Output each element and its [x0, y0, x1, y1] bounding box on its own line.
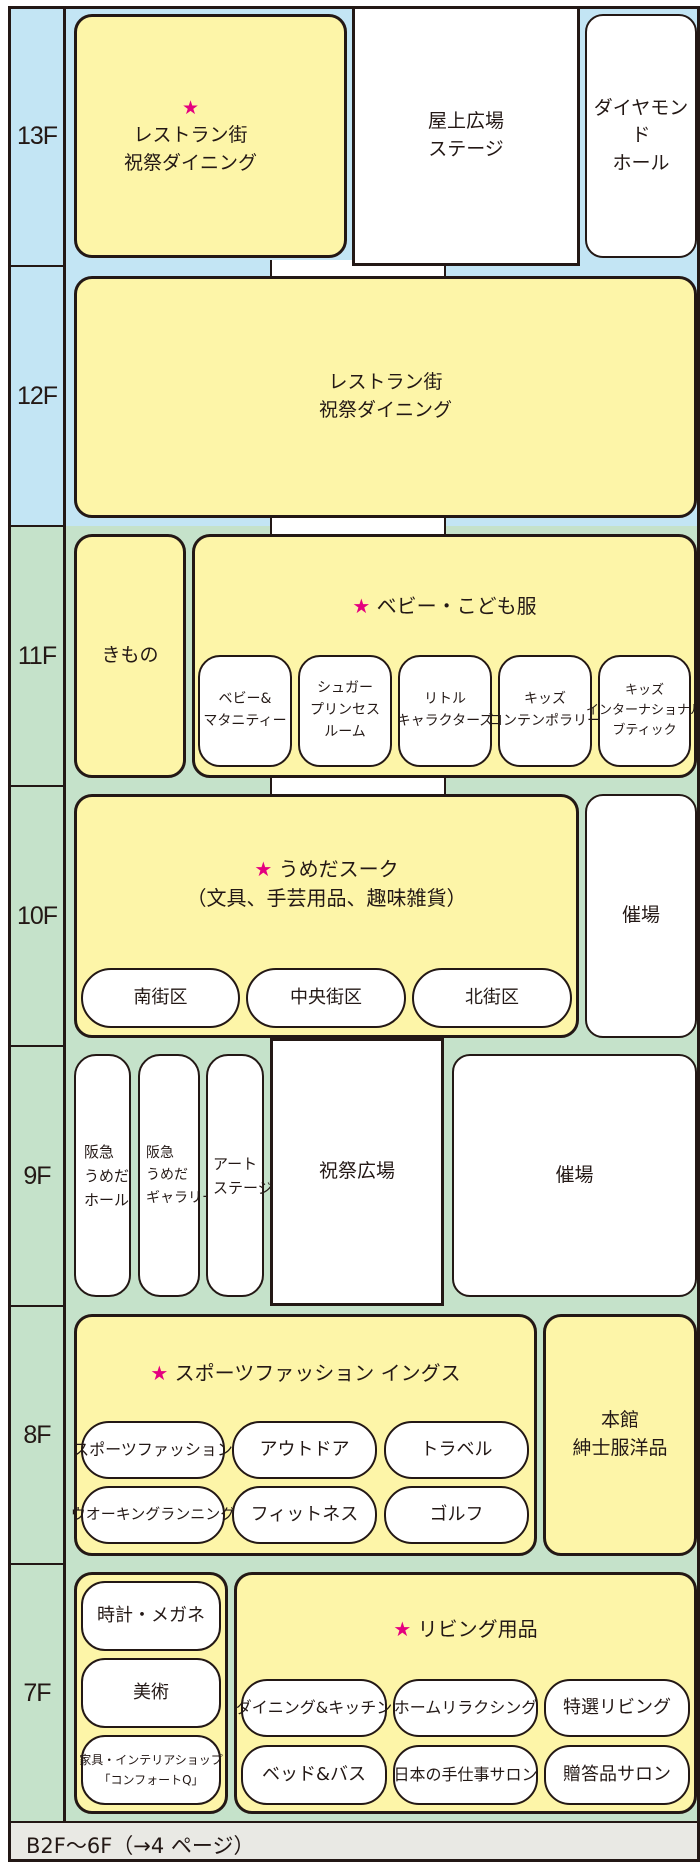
zone-central[interactable]: 中央街区 — [246, 968, 406, 1028]
festival-plaza[interactable]: 祝祭広場 — [270, 1038, 444, 1306]
floor-divider — [8, 1045, 63, 1047]
label-column-divider — [63, 6, 66, 1822]
floor-label-13f: 13F — [16, 121, 58, 150]
art-stage[interactable]: アート ステージ — [206, 1054, 273, 1297]
shop-kids-contemporary[interactable]: キッズ コンテンポラリー — [489, 655, 601, 767]
star-icon: ★ — [393, 1617, 412, 1641]
star-icon: ★ — [254, 857, 273, 881]
map-frame — [8, 6, 700, 1862]
event-space-10f[interactable]: 催場 — [585, 794, 697, 1038]
footer-background — [8, 1822, 700, 1862]
restaurant-title: レストラン街 — [133, 124, 248, 147]
floor-label-8f: 8F — [23, 1420, 51, 1449]
floor-divider — [8, 1821, 700, 1823]
umeda-souk-title: ★ うめだスーク — [254, 857, 399, 881]
shop-walking-running[interactable]: ウオーキングランニング — [71, 1486, 235, 1544]
zone-north[interactable]: 北街区 — [412, 968, 572, 1028]
shop-kids-international-boutique[interactable]: キッズ インターナショナル ブティック — [586, 655, 700, 767]
star-icon: ★ — [352, 594, 371, 618]
baby-kids-title: ★ ベビー・こども服 — [352, 594, 537, 618]
restaurant-area-12f[interactable]: レストラン街 祝祭ダイニング — [74, 276, 697, 518]
diamond-hall[interactable]: ダイヤモンド ホール — [585, 14, 697, 258]
shop-dining-kitchen[interactable]: ダイニング&キッチン — [236, 1679, 392, 1737]
shop-golf[interactable]: ゴルフ — [384, 1486, 529, 1544]
floor-label-9f: 9F — [23, 1161, 51, 1190]
kimono-label: きもの — [101, 644, 159, 667]
restaurant-area-13f[interactable]: ★ レストラン街 祝祭ダイニング — [74, 14, 347, 258]
shop-home-relaxing[interactable]: ホームリラクシング — [393, 1679, 538, 1737]
restaurant-subtitle: 祝祭ダイニング — [318, 399, 452, 421]
floor-label-7f: 7F — [23, 1678, 51, 1707]
sports-title: ★ スポーツファッション イングス — [150, 1361, 461, 1385]
shop-sports-fashion[interactable]: スポーツファッション — [73, 1421, 233, 1479]
restaurant-title: レストラン街 — [328, 371, 443, 394]
mens-accessories-annex[interactable]: 本館 紳士服洋品 — [543, 1314, 697, 1556]
floor-label-10f: 10F — [16, 901, 58, 930]
floor-divider — [8, 525, 63, 527]
shop-little-characters[interactable]: リトル キャラクターズ — [397, 655, 493, 767]
escalator-well — [270, 774, 446, 794]
hankyu-umeda-hall[interactable]: 阪急 うめだ ホール — [74, 1054, 131, 1297]
floor-divider — [8, 1305, 63, 1307]
floor-divider — [8, 785, 63, 787]
shop-watches-glasses[interactable]: 時計・メガネ — [81, 1581, 221, 1651]
hankyu-umeda-gallery[interactable]: 阪急 うめだ ギャラリー — [138, 1054, 216, 1297]
star-icon: ★ — [150, 1361, 169, 1385]
shop-sugar-princess-room[interactable]: シュガー プリンセス ルーム — [298, 655, 392, 767]
shop-travel[interactable]: トラベル — [384, 1421, 529, 1479]
floor-label-11f: 11F — [17, 641, 57, 670]
floor-divider — [8, 1563, 63, 1565]
escalator-well — [270, 516, 446, 536]
living-title: ★ リビング用品 — [393, 1617, 538, 1641]
zone-south[interactable]: 南街区 — [81, 968, 240, 1028]
stage-line-2: ステージ — [428, 138, 504, 160]
star-icon: ★ — [181, 96, 200, 119]
kimono-shop[interactable]: きもの — [74, 534, 186, 778]
floor-label-12f: 12F — [16, 381, 58, 410]
shop-fitness[interactable]: フィットネス — [232, 1486, 377, 1544]
shop-gift-salon[interactable]: 贈答品サロン — [544, 1745, 690, 1805]
shop-japanese-craft-salon[interactable]: 日本の手仕事サロン — [393, 1745, 538, 1805]
stage-line-1: 屋上広場 — [427, 110, 504, 133]
restaurant-subtitle: 祝祭ダイニング — [123, 151, 257, 174]
shop-special-living[interactable]: 特選リビング — [544, 1679, 690, 1737]
shop-baby-maternity[interactable]: ベビー& マタニティー — [198, 655, 292, 767]
lower-floors-reference: B2F〜6F（→4 ページ） — [26, 1834, 255, 1858]
shop-outdoor[interactable]: アウトドア — [232, 1421, 377, 1479]
shop-bed-bath[interactable]: ベッド&バス — [241, 1745, 387, 1805]
shop-art[interactable]: 美術 — [81, 1658, 221, 1728]
event-space-9f[interactable]: 催場 — [452, 1054, 697, 1297]
hall-line-2: ホール — [612, 151, 670, 174]
floor-divider — [8, 265, 63, 267]
shop-furniture-comfort-q[interactable]: 家具・インテリアショップ 「コンフォートQ」 — [79, 1735, 223, 1805]
hall-line-1: ダイヤモンド — [593, 96, 689, 147]
umeda-souk-subtitle: （文具、手芸用品、趣味雑貨） — [186, 886, 467, 910]
